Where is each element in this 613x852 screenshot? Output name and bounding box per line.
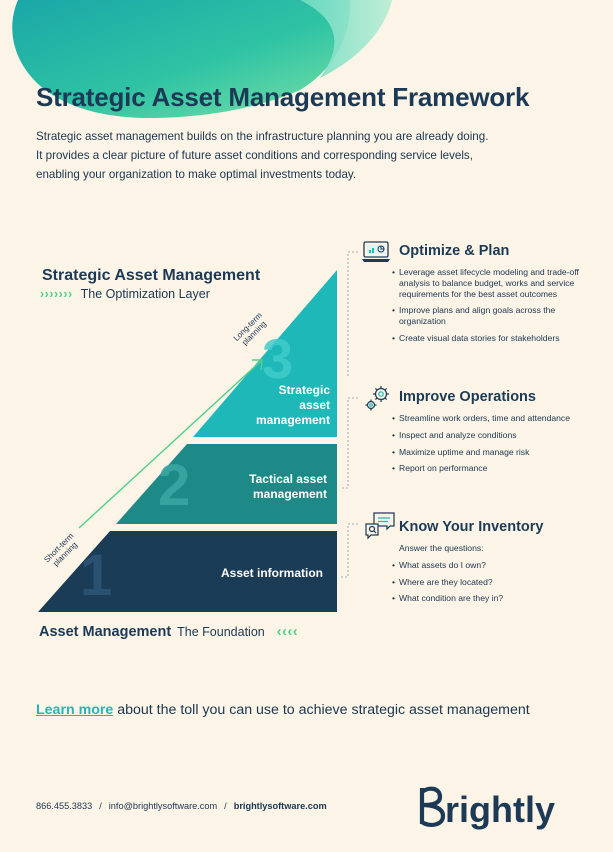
section-heading-operations: Improve Operations xyxy=(399,389,536,405)
list-item: Report on performance xyxy=(392,463,587,474)
connector-optimize xyxy=(347,251,358,376)
intro-line: Strategic asset management builds on the… xyxy=(36,130,489,143)
brightly-logo: rightly xyxy=(419,786,555,830)
list-item: Create visual data stories for stakehold… xyxy=(392,333,587,344)
long-term-label: Long-term xyxy=(232,311,264,343)
chevron-left-icon: ‹‹‹‹ xyxy=(276,624,299,640)
gears-icon xyxy=(365,386,389,411)
monitor-chart-icon xyxy=(362,241,390,262)
list-item: Improve plans and align goals across the… xyxy=(392,305,587,327)
list-item: Where are they located? xyxy=(392,577,587,588)
level-1-label-line: Asset information xyxy=(221,566,323,580)
pyramid-level-3 xyxy=(193,270,337,437)
pyramid-level-2 xyxy=(116,444,337,524)
footer-website[interactable]: brightlysoftware.com xyxy=(233,801,327,811)
list-item: Maximize uptime and manage risk xyxy=(392,447,587,458)
operations-bullet-list: Streamline work orders, time and attenda… xyxy=(392,413,587,480)
optimize-bullet-list: Leverage asset lifecycle modeling and tr… xyxy=(392,267,587,350)
level-2-label-line: Tactical asset xyxy=(249,472,327,486)
foundation-title-text: Asset Management xyxy=(39,624,172,640)
intro-paragraph: Strategic asset management builds on the… xyxy=(36,127,576,184)
cta-text: about the toll you can use to achieve st… xyxy=(113,702,530,718)
brand-name: rightly xyxy=(445,789,555,830)
page-title: Strategic Asset Management Framework xyxy=(36,82,530,112)
level-3-label-line: Strategic xyxy=(279,383,331,397)
optimization-layer-subtitle: ››››››› The Optimization Layer xyxy=(40,287,210,301)
footer-email[interactable]: info@brightlysoftware.com xyxy=(108,801,218,811)
level-3-label-line: management xyxy=(256,413,330,427)
optimization-layer-title: Strategic Asset Management xyxy=(42,267,261,284)
level-2-label-line: management xyxy=(253,487,327,501)
planning-arrow-head xyxy=(252,359,263,371)
chat-search-icon xyxy=(365,512,395,540)
planning-arrow xyxy=(78,359,263,529)
short-term-label: planning xyxy=(51,540,79,568)
list-item: What assets do I own? xyxy=(392,560,587,571)
list-item: What condition are they in? xyxy=(392,593,587,604)
learn-more-link[interactable]: Learn more xyxy=(36,702,114,718)
intro-line: enabling your organization to make optim… xyxy=(36,168,357,181)
foundation-subtitle: The Foundation xyxy=(177,625,265,639)
footer-phone: 866.455.3833 xyxy=(36,801,93,811)
intro-line: It provides a clear picture of future as… xyxy=(36,149,473,162)
level-3-label-line: asset xyxy=(299,398,330,412)
short-term-label: Short-term xyxy=(42,531,75,564)
section-heading-optimize: Optimize & Plan xyxy=(399,243,510,259)
list-item: Streamline work orders, time and attenda… xyxy=(392,413,587,424)
foundation-title: Asset Management The Foundation ‹‹‹‹ xyxy=(39,624,298,640)
chevron-right-icon: ››››››› xyxy=(40,287,73,301)
connector-inventory xyxy=(340,523,358,578)
footer-separator: / xyxy=(99,801,102,811)
section-heading-inventory: Know Your Inventory xyxy=(399,519,544,535)
cta-line: Learn more about the toll you can use to… xyxy=(36,702,530,718)
footer-contact: 866.455.3833 / info@brightlysoftware.com / b… xyxy=(36,801,327,811)
inventory-bullet-list: Answer the questions: What assets do I o… xyxy=(392,543,587,610)
pyramid-number-1: 1 xyxy=(80,543,112,608)
pyramid-number-2: 2 xyxy=(158,453,190,518)
list-item: Inspect and analyze conditions xyxy=(392,430,587,441)
connector-operations xyxy=(340,397,358,489)
list-item: Leverage asset lifecycle modeling and tr… xyxy=(392,267,587,299)
list-intro: Answer the questions: xyxy=(399,543,484,553)
long-term-label: planning xyxy=(240,319,268,347)
pyramid-number-3: 3 xyxy=(262,327,293,390)
pyramid-level-1 xyxy=(38,531,337,612)
footer-separator: / xyxy=(224,801,227,811)
optimization-layer-label: The Optimization Layer xyxy=(80,287,210,301)
